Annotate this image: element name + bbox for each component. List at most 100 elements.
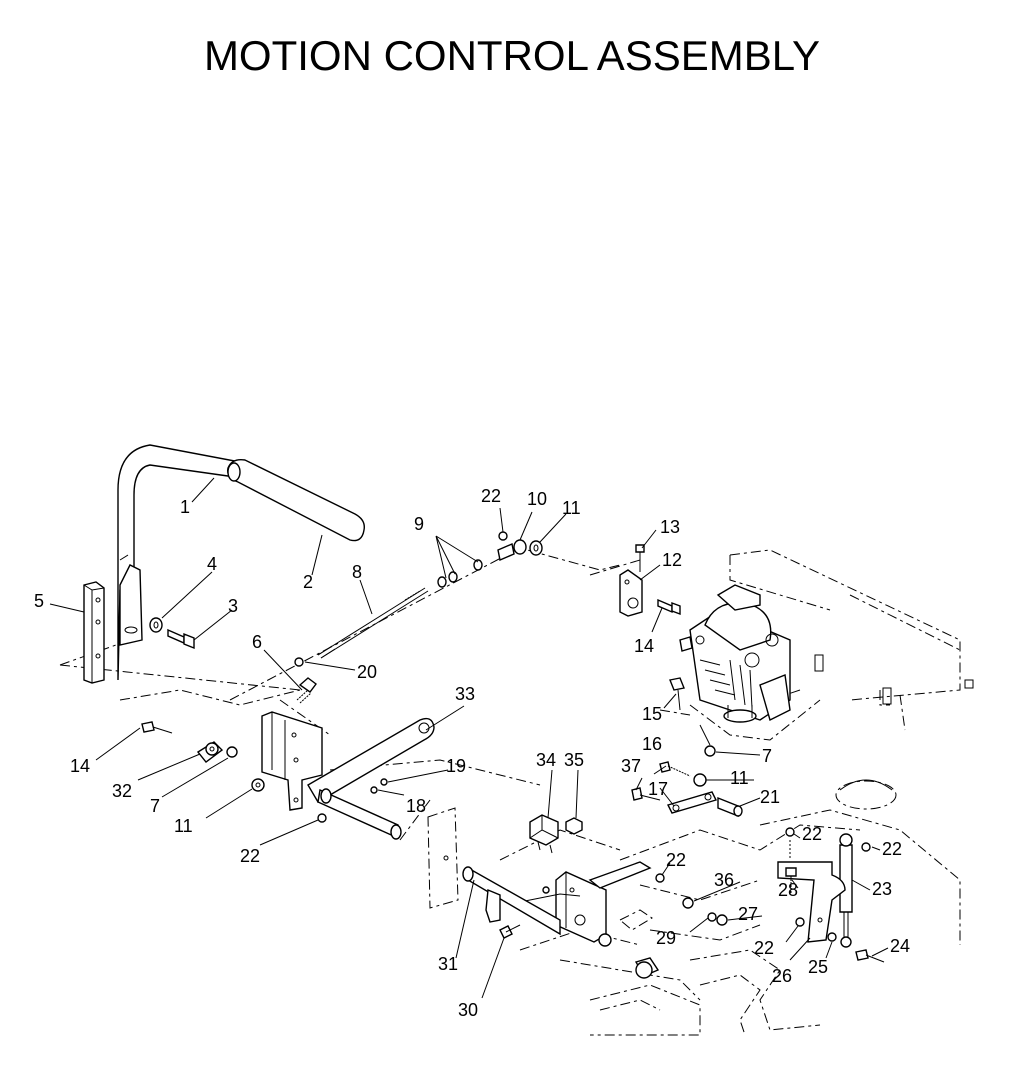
nut-part-22-shock-top [785, 827, 795, 860]
nut-part-19 [380, 778, 388, 786]
callout-12: 12 [662, 550, 682, 570]
bracket-dashed-small [619, 909, 653, 931]
rod-end-part-32 [196, 741, 224, 763]
washer-part-4 [149, 617, 163, 633]
assembly-centerlines [59, 547, 861, 1001]
callout-28: 28 [778, 880, 798, 900]
bolt-part-6 [296, 677, 317, 704]
bolt-part-28 [785, 867, 797, 894]
nut-set-part-9 [437, 559, 483, 588]
spacer-part-21 [717, 796, 743, 818]
washer-part-27 [707, 912, 728, 926]
callout-17: 17 [648, 779, 668, 799]
nut-part-18 [370, 786, 378, 794]
callout-3: 3 [228, 596, 238, 616]
callout-35: 35 [564, 750, 584, 770]
rod-end-part-10 [497, 539, 527, 561]
callout-6: 6 [252, 632, 262, 652]
shaft [317, 788, 402, 840]
callout-31: 31 [438, 954, 458, 974]
bolt-part-13 [635, 544, 645, 572]
callout-15: 15 [642, 704, 662, 724]
callout-13: 13 [660, 517, 680, 537]
callout-26: 26 [772, 966, 792, 986]
panel-dashed [427, 807, 459, 909]
callout-36: 36 [714, 870, 734, 890]
callout-11-top: 11 [562, 498, 581, 518]
callout-32: 32 [112, 781, 132, 801]
callout-7-right: 7 [762, 746, 772, 766]
callout-5: 5 [34, 591, 44, 611]
washer-part-25 [827, 932, 837, 942]
callout-20: 20 [357, 662, 377, 682]
lower-frame-outline [589, 809, 961, 1036]
bolt-part-14-right [657, 598, 681, 616]
callout-4: 4 [207, 554, 217, 574]
callout-1: 1 [180, 497, 190, 517]
ring-dashed [835, 779, 897, 810]
callout-14-right: 14 [634, 636, 654, 656]
handle-part-1 [117, 444, 243, 681]
plate-part-35 [565, 817, 583, 835]
callout-16: 16 [642, 734, 662, 754]
callout-30: 30 [458, 1000, 478, 1020]
callout-22-top: 22 [481, 486, 501, 506]
mount-bracket-center [519, 861, 652, 947]
callout-18: 18 [406, 796, 426, 816]
callout-labels: 1 2 3 4 5 6 7 7 8 9 10 11 11 11 12 13 14… [34, 486, 910, 1020]
bolt-part-37 [631, 787, 661, 801]
link-part-17 [667, 791, 717, 814]
nut-part-22-left [317, 813, 327, 823]
callout-2: 2 [303, 572, 313, 592]
mount-bracket-left [261, 711, 323, 811]
hydro-pump [679, 584, 791, 723]
nut-part-20 [294, 657, 304, 667]
grip-part-2 [227, 458, 365, 542]
callout-9: 9 [414, 514, 424, 534]
callout-22-shock-top: 22 [802, 824, 822, 844]
nut-part-7-left [226, 746, 238, 758]
callout-22-left: 22 [240, 846, 260, 866]
handle-mount-plate [119, 564, 143, 646]
callout-7-left: 7 [150, 796, 160, 816]
bolt-part-15 [669, 677, 685, 711]
bolt-part-3 [167, 628, 195, 650]
callout-21: 21 [760, 787, 780, 807]
callout-25: 25 [808, 957, 828, 977]
bolt-part-36 [682, 897, 694, 909]
nut-part-22-shock-right [861, 842, 871, 852]
bar-part-5 [83, 581, 105, 684]
callout-10: 10 [527, 489, 547, 509]
callout-29: 29 [656, 928, 676, 948]
washer-part-11-left [251, 778, 265, 792]
bolt-part-30 [499, 924, 521, 939]
nut-part-22-center [655, 873, 665, 883]
bolt-part-16 [659, 761, 691, 777]
washer-part-11-top [529, 540, 543, 556]
callout-37: 37 [621, 756, 641, 776]
callout-33: 33 [455, 684, 475, 704]
nut-part-22-bottom [795, 917, 805, 927]
washer-part-11-right [693, 773, 707, 787]
spacer-bottom [634, 957, 660, 979]
callout-24: 24 [890, 936, 910, 956]
callout-19: 19 [446, 756, 466, 776]
rod-part-8 [317, 587, 429, 659]
nut-part-22-top [498, 531, 508, 541]
nut-part-7-right [699, 724, 716, 757]
callout-22-bottom: 22 [754, 938, 774, 958]
bolt-part-14-left [141, 721, 173, 734]
callout-11-left: 11 [174, 816, 193, 836]
bracket-part-26 [777, 861, 846, 943]
nut-small-center [542, 886, 550, 894]
callout-34: 34 [536, 750, 556, 770]
callout-8: 8 [352, 562, 362, 582]
bracket-part-12 [619, 569, 643, 617]
leader-lines [49, 477, 889, 999]
callout-14-left: 14 [70, 756, 90, 776]
callout-27: 27 [738, 904, 758, 924]
diagram-title: MOTION CONTROL ASSEMBLY [203, 32, 821, 79]
shaft-part-31 [462, 866, 561, 936]
callout-22-shock-right: 22 [882, 839, 902, 859]
